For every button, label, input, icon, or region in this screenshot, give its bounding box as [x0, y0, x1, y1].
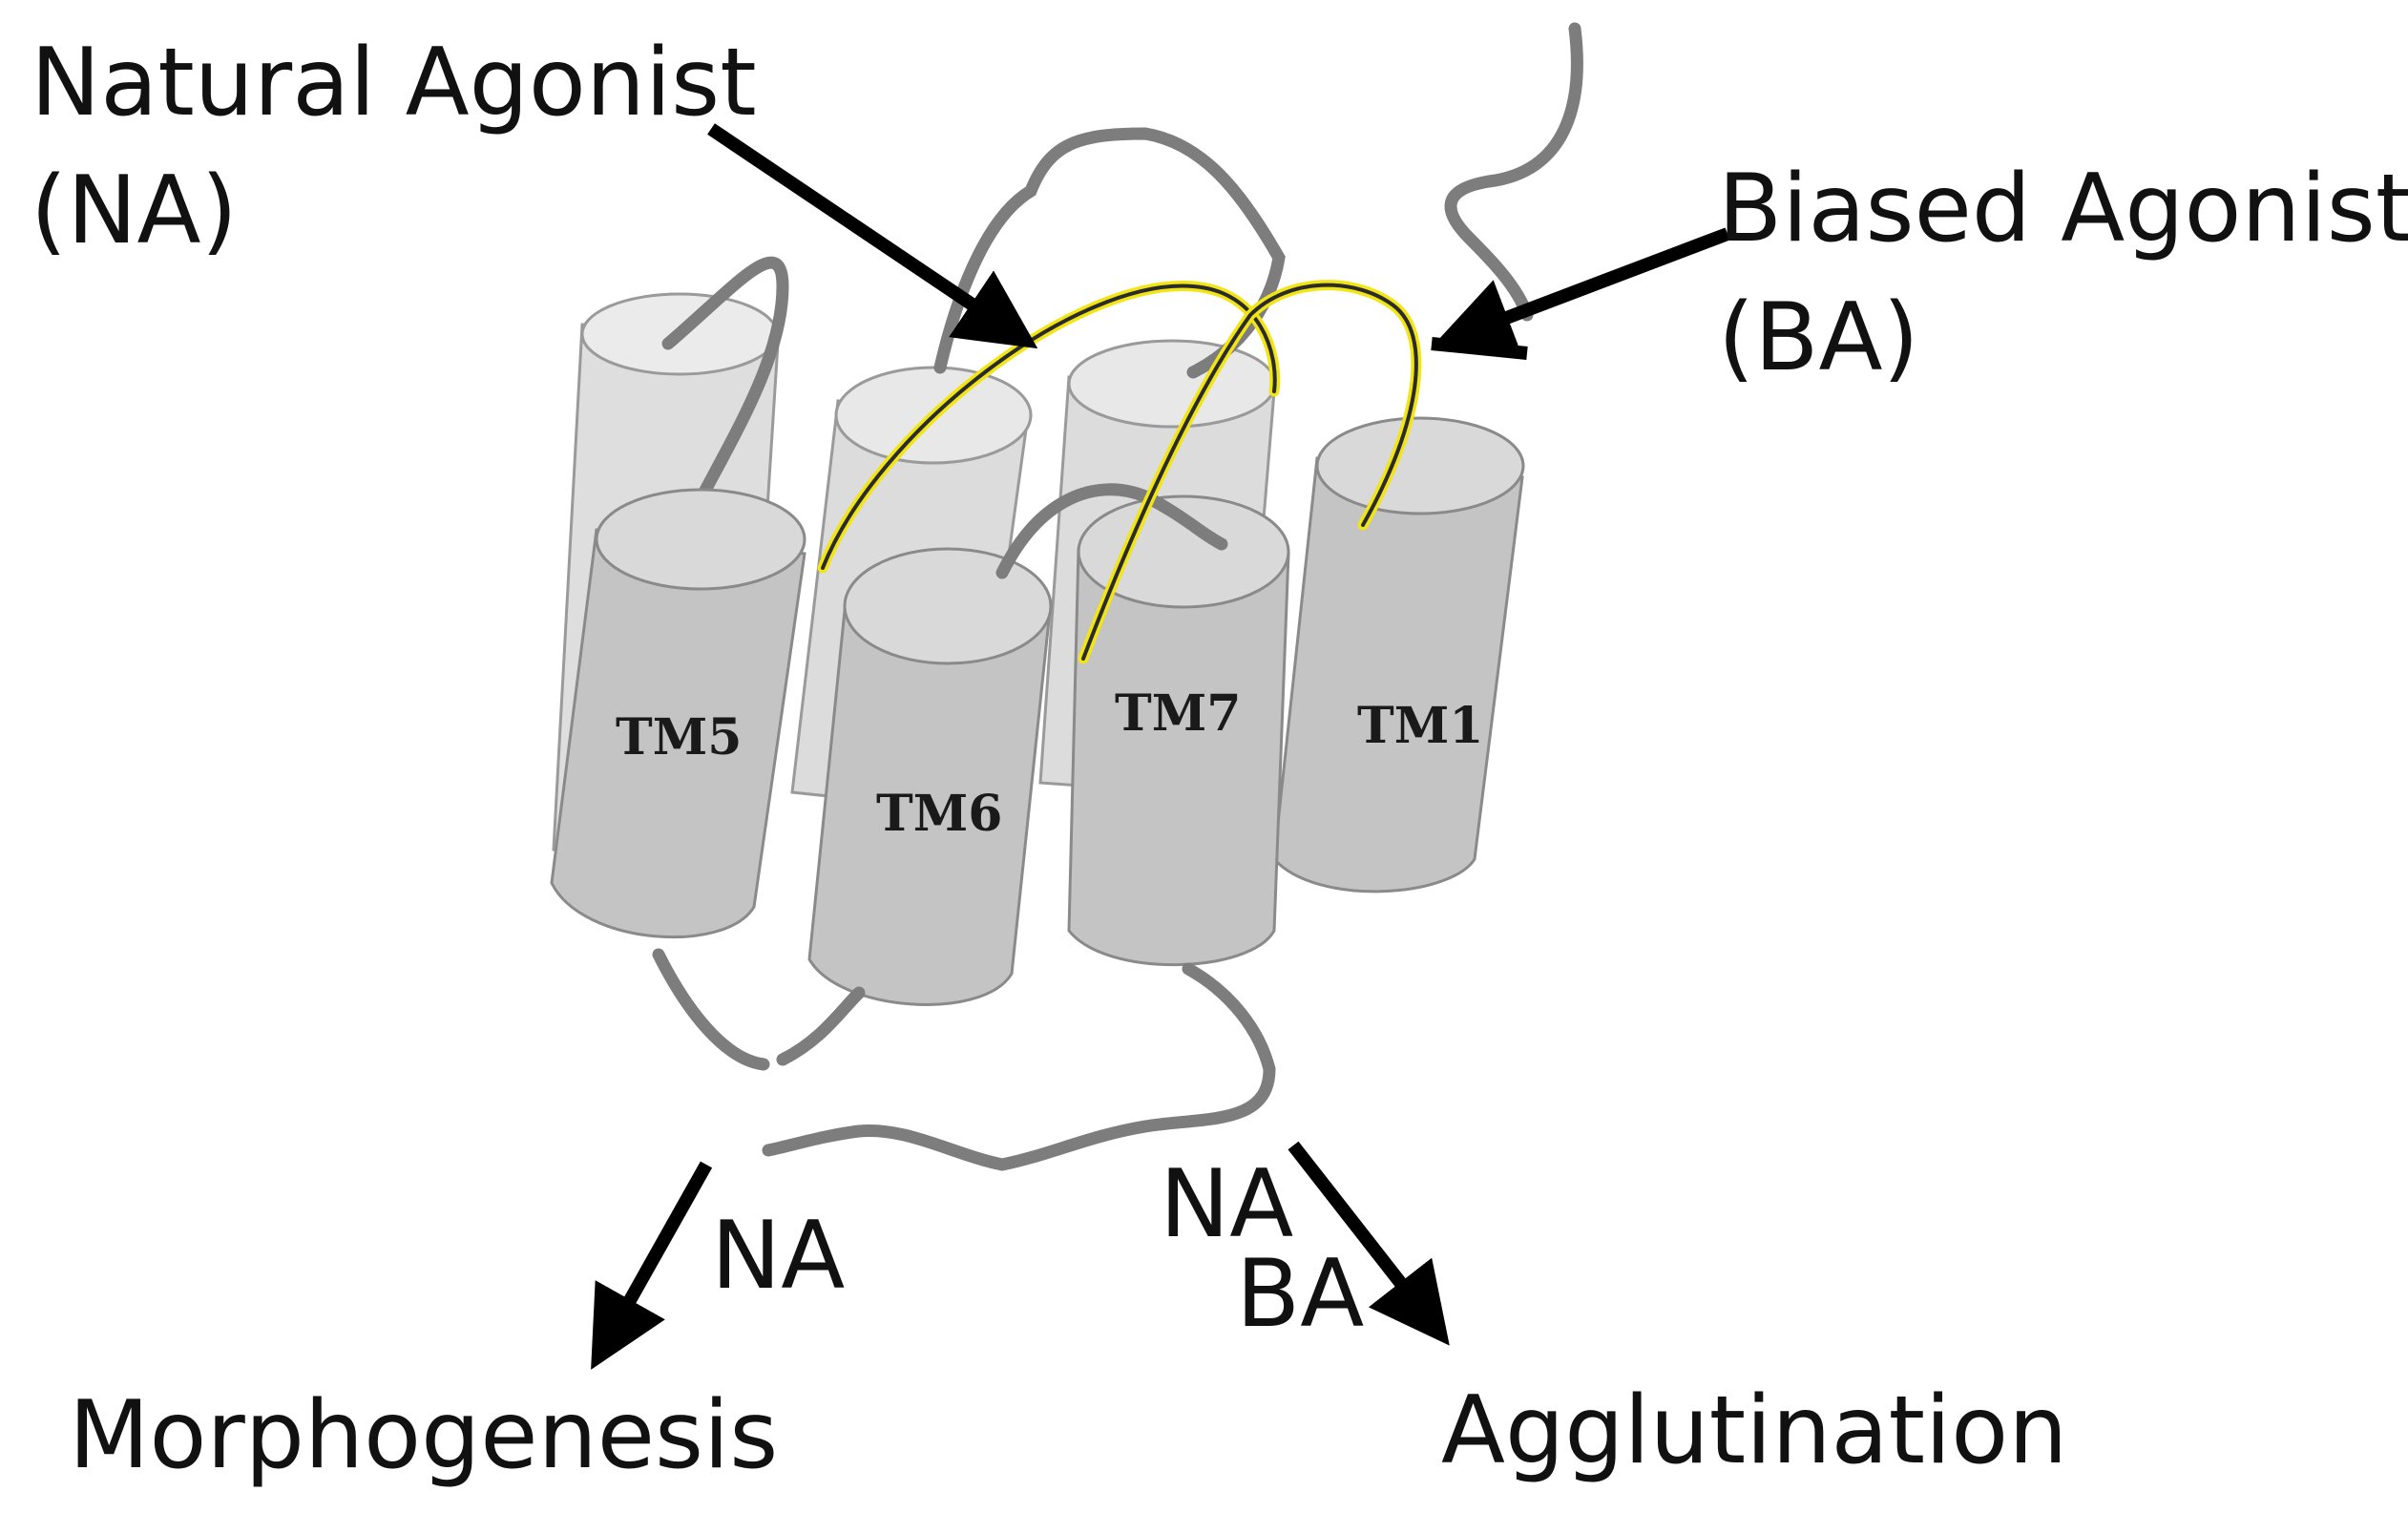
tm7-label: TM7 [1115, 684, 1241, 743]
ligands [817, 280, 1422, 664]
loop-top [933, 127, 1286, 379]
helix-tm6: TM6 [807, 547, 1053, 1006]
helix-tm1: TM1 [1272, 416, 1525, 893]
morphogenesis-label: Morphogenesis [69, 1381, 779, 1490]
pathway-arrows [591, 1141, 1450, 1370]
biased-agonist-arrow-tail [1431, 337, 1528, 360]
intracellular-loops [652, 948, 1276, 1171]
tm1-label: TM1 [1357, 697, 1483, 755]
natural-agonist-arrow [707, 123, 1038, 349]
biased-agonist-arrow [1433, 227, 1730, 355]
natural-agonist-ligand [821, 284, 1277, 570]
agonist-arrows [707, 123, 1730, 360]
agglutination-label: Agglutination [1441, 1376, 2068, 1485]
loop-tm6-tm7 [995, 483, 1228, 579]
tm5-label: TM5 [616, 708, 742, 767]
helix-tm5: TM5 [550, 488, 806, 939]
natural-agonist-label: Natural Agonist [31, 29, 757, 137]
biased-agonist-ligand [1081, 283, 1418, 661]
tm6-label: TM6 [876, 785, 1002, 843]
loop-tm5 [661, 256, 789, 532]
loop-tm5-tm6-b [776, 986, 866, 1066]
biased-agonist-label: Biased Agonist [1718, 155, 2408, 263]
biased-agonist-abbr: (BA) [1718, 284, 1919, 392]
morphogenesis-ligand-label: NA [711, 1202, 846, 1311]
natural-agonist-abbr: (NA) [31, 157, 238, 265]
agglutination-ligand-label-ba: BA [1236, 1240, 1365, 1349]
loop-tm5-tm6-a [652, 948, 770, 1071]
agglutination-ligand-label-na: NA [1160, 1150, 1294, 1259]
morphogenesis-arrow [591, 1161, 713, 1370]
agglutination-arrow [1288, 1141, 1450, 1346]
n-terminus [1444, 22, 1583, 322]
helix-tm7: TM7 [1067, 494, 1290, 967]
c-terminus [762, 962, 1276, 1171]
